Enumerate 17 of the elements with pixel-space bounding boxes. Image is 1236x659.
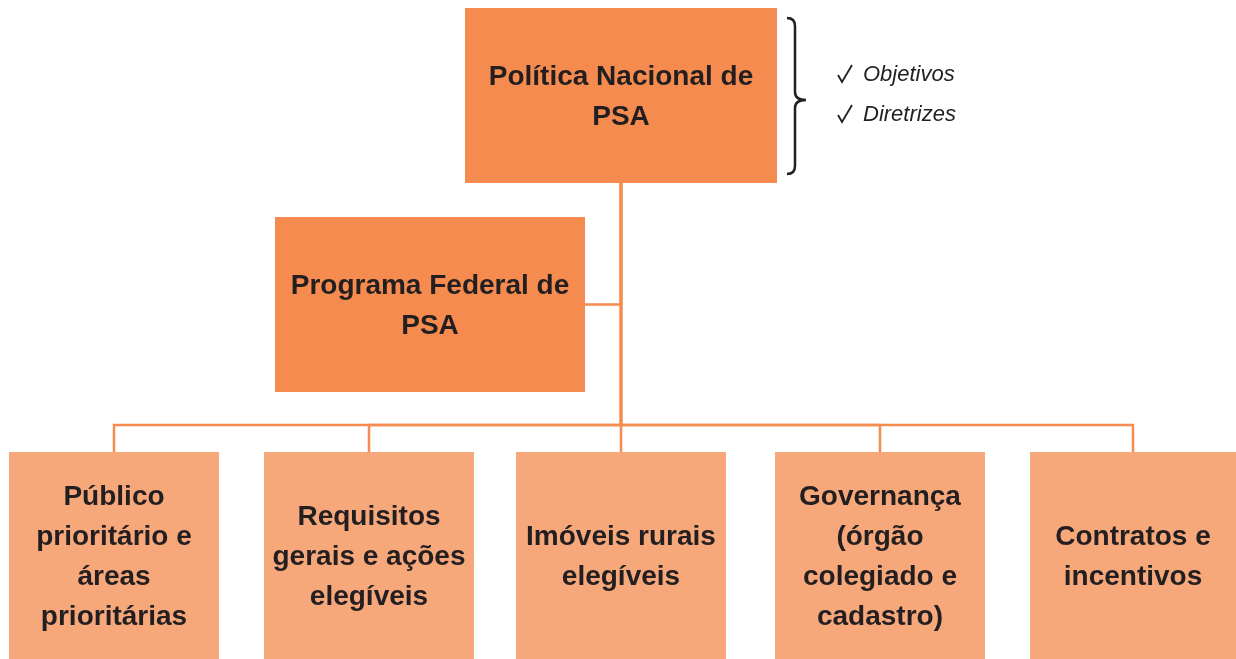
box-label: Contratos e incentivos — [1054, 518, 1212, 593]
connector-line — [619, 183, 1135, 452]
process-box — [465, 8, 777, 183]
process-box — [264, 452, 474, 659]
box-label: Programa Federal de PSA — [289, 267, 571, 342]
box-label: Requisitos gerais e ações elegíveis — [271, 498, 467, 613]
box-label: Política Nacional de PSA — [487, 58, 755, 133]
box-label: Governança (órgão colegiado e cadastro) — [798, 478, 962, 633]
process-box — [1030, 452, 1236, 659]
process-box — [9, 452, 219, 659]
process-box — [275, 217, 585, 392]
box-label: Público prioritário e áreas prioritárias — [35, 478, 193, 633]
process-box — [516, 452, 726, 659]
box-label: Imóveis rurais elegíveis — [525, 518, 717, 593]
process-box — [775, 452, 985, 659]
bullet-text: Diretrizes — [863, 101, 956, 127]
bullet-text: Objetivos — [863, 61, 955, 87]
